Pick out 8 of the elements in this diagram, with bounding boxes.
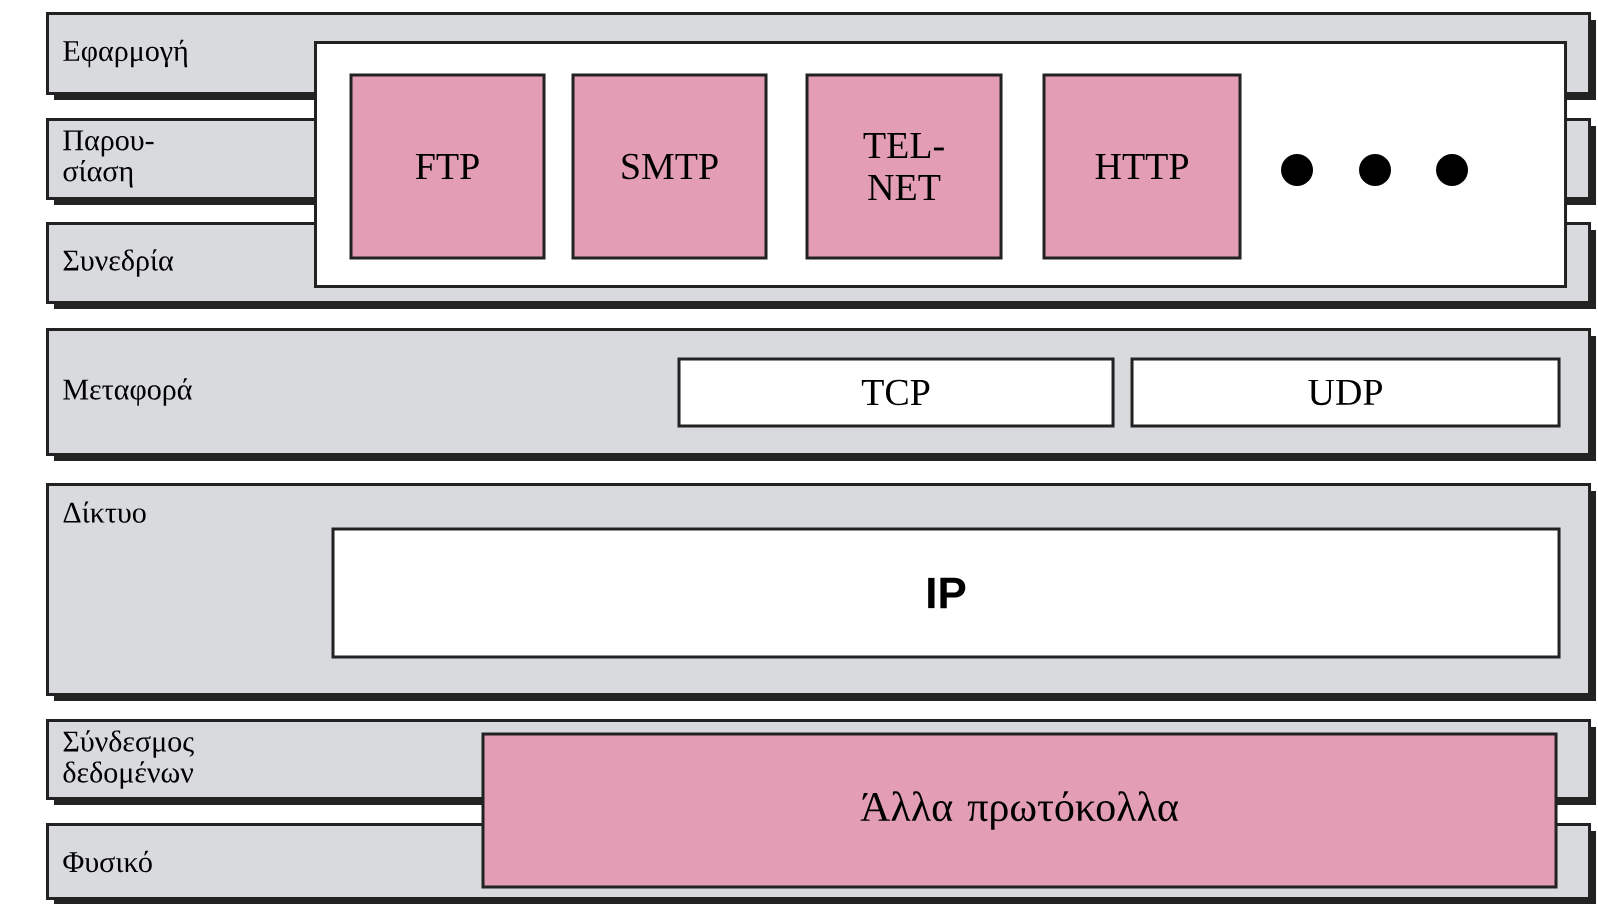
protocol-box: Άλλα πρωτόκολλα (481, 732, 1558, 889)
protocol-box: HTTP (1042, 73, 1242, 260)
protocol-box: UDP (1130, 357, 1561, 428)
protocol-box: FTP (349, 73, 546, 260)
protocol-box: TEL- NET (805, 73, 1003, 260)
protocol-box: IP (331, 527, 1561, 659)
protocol-box: SMTP (571, 73, 768, 260)
protocol-box: TCP (677, 357, 1115, 428)
